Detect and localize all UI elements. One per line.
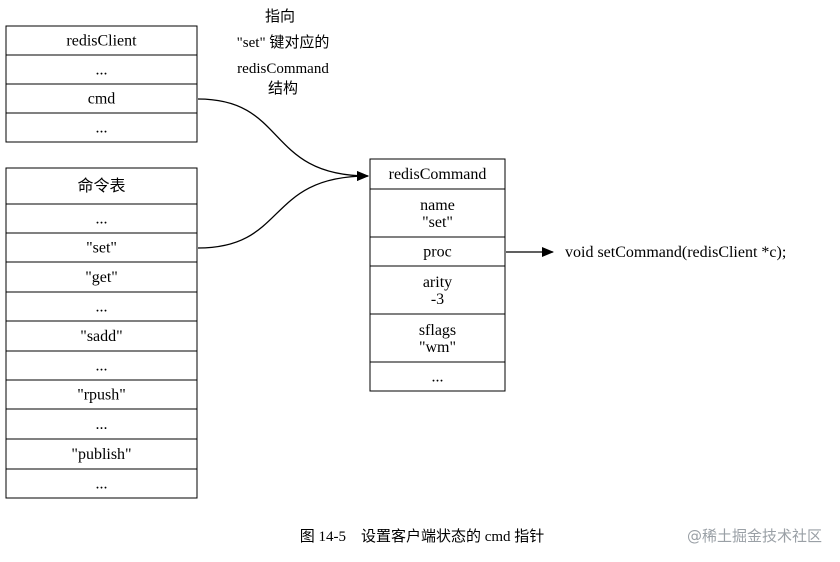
- rc-row-text: "set": [422, 214, 453, 231]
- command-row-cell: [5, 320, 198, 352]
- command-row-1: ...: [5, 203, 198, 234]
- command-row-3: "get": [5, 261, 198, 293]
- rc-row-cell: [369, 313, 506, 363]
- command-row-text: ...: [96, 299, 108, 316]
- rc-row-text: arity: [423, 274, 452, 291]
- command-row-text: "get": [85, 269, 118, 286]
- annotation-line-2: "set" 键对应的: [237, 33, 330, 51]
- command-row-2: "set": [5, 232, 198, 263]
- rc-row-cell: [369, 236, 506, 267]
- watermark-text: @稀土掘金技术社区: [687, 527, 822, 545]
- rc-row-text: redisCommand: [389, 166, 487, 183]
- rc-row-4: sflags"wm": [369, 313, 506, 363]
- figure-caption: 图 14-5 设置客户端状态的 cmd 指针: [300, 528, 545, 545]
- rc-row-text: "wm": [419, 339, 456, 356]
- command-row-0: 命令表: [5, 167, 198, 205]
- client-row-cell: [5, 25, 198, 56]
- rc-row-cell: [369, 188, 506, 238]
- annotation-line-3: redisCommand: [237, 61, 329, 77]
- rc-row-cell: [369, 158, 506, 190]
- rc-row-0: redisCommand: [369, 158, 506, 190]
- annotation-line-1: 指向: [265, 8, 295, 25]
- client-row-text: ...: [96, 120, 108, 137]
- client-row-text: cmd: [88, 91, 116, 108]
- command-row-8: ...: [5, 408, 198, 440]
- client-row-cell: [5, 54, 198, 85]
- command-row-6: ...: [5, 350, 198, 381]
- rc-row-text: -3: [431, 291, 444, 308]
- client-row-3: ...: [5, 112, 198, 143]
- client-row-1: ...: [5, 54, 198, 85]
- command-row-cell: [5, 438, 198, 470]
- command-row-text: ...: [96, 211, 108, 228]
- command-row-text: "publish": [71, 446, 131, 463]
- command-row-text: 命令表: [77, 177, 125, 195]
- redis-client-table: redisClient... cmd...: [5, 25, 198, 143]
- command-row-cell: [5, 379, 198, 410]
- pointer-annotation: 指向 "set" 键对应的 redisCommand 结构: [237, 8, 330, 97]
- command-row-text: ...: [96, 476, 108, 493]
- command-row-cell: [5, 350, 198, 381]
- command-row-cell: [5, 261, 198, 293]
- command-row-7: "rpush": [5, 379, 198, 410]
- redis-command-struct: redisCommandname"set"procarity-3sflags"w…: [369, 158, 506, 392]
- command-row-10: ...: [5, 468, 198, 499]
- cmd-pointer-arrow: [197, 98, 369, 181]
- command-row-text: ...: [96, 416, 108, 433]
- command-row-5: "sadd": [5, 320, 198, 352]
- rc-row-cell: [369, 361, 506, 392]
- annotation-line-4: 结构: [268, 80, 298, 97]
- client-row-cell: [5, 112, 198, 143]
- command-row-4: ...: [5, 291, 198, 322]
- rc-row-text: sflags: [419, 322, 456, 339]
- client-row-text: ...: [96, 62, 108, 79]
- rc-row-3: arity-3: [369, 265, 506, 315]
- rc-row-1: name"set": [369, 188, 506, 238]
- command-row-cell: [5, 468, 198, 499]
- client-row-2: cmd: [5, 83, 198, 114]
- client-row-0: redisClient: [5, 25, 198, 56]
- rc-row-text: proc: [423, 244, 451, 261]
- command-row-text: "set": [86, 240, 117, 257]
- command-row-text: "sadd": [80, 328, 122, 345]
- rc-row-cell: [369, 265, 506, 315]
- proc-target-label: void setCommand(redisClient *c);: [565, 244, 786, 261]
- rc-row-text: ...: [432, 369, 444, 386]
- command-table: 命令表... "set" "get"... "sadd"... "rpush"... "p…: [5, 167, 198, 499]
- rc-row-2: proc: [369, 236, 506, 267]
- command-row-9: "publish": [5, 438, 198, 470]
- rc-row-text: name: [420, 197, 455, 214]
- command-row-text: ...: [96, 358, 108, 375]
- command-row-text: "rpush": [77, 387, 126, 404]
- rc-row-5: ...: [369, 361, 506, 392]
- set-entry-arrow: [197, 171, 369, 249]
- client-row-cell: [5, 83, 198, 114]
- command-row-cell: [5, 203, 198, 234]
- client-row-text: redisClient: [66, 33, 137, 50]
